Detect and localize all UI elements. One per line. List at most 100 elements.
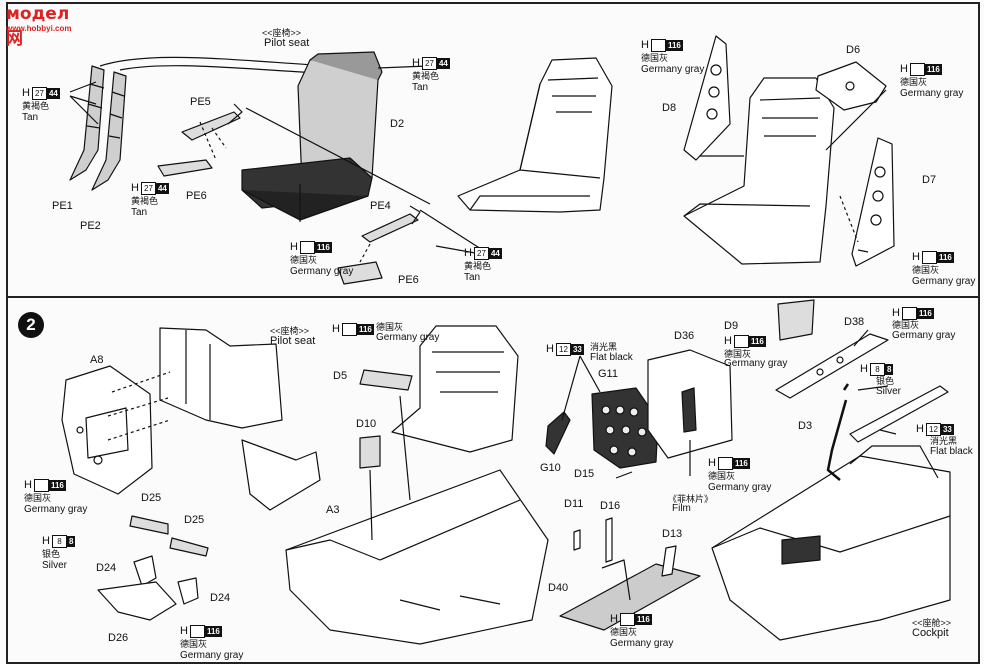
paint-black-en-2: Flat black	[930, 446, 973, 457]
seat-outline-center	[457, 57, 613, 213]
paint-gray-callout-4: H 116	[912, 250, 954, 264]
paint-tan-en-4: Tan	[464, 272, 481, 283]
paint-gray-en-7: Germany gray	[376, 332, 440, 343]
paint-gray-en-2: Germany gray	[641, 64, 705, 75]
paint-sub: 8	[66, 535, 76, 547]
label-d24-left: D24	[96, 562, 117, 574]
cockpit-assembly	[711, 445, 951, 641]
label-d38: D38	[844, 316, 865, 328]
paint-black-cn-2: 消光黑	[930, 436, 958, 446]
paint-gray-callout-2: H 116	[641, 38, 683, 52]
paint-tan-en-3: Tan	[412, 82, 429, 93]
paint-black-callout-1: H 12 33	[546, 342, 584, 356]
label-pe5: PE5	[190, 96, 211, 108]
pe6-part-left	[157, 159, 213, 177]
paint-code: 116	[732, 457, 750, 469]
paint-gray-cn-9: 德国灰	[610, 627, 638, 637]
paint-code: 116	[314, 241, 332, 253]
panel-g11	[591, 387, 659, 469]
paint-code: 116	[936, 251, 954, 263]
stick-d3	[826, 383, 850, 481]
paint-tan-cn-4: 黄褐色	[464, 261, 492, 271]
paint-gray-cn-6: 德国灰	[180, 639, 208, 649]
label-d26: D26	[108, 632, 129, 644]
part-d10	[359, 435, 381, 469]
panel-d38	[775, 333, 889, 399]
paint-gray-cn-8: 德国灰	[708, 471, 736, 481]
paint-gray-cn-11: 德国灰	[892, 320, 920, 330]
paint-tan-callout-2: H 27 44	[131, 181, 169, 195]
paint-gray-en-11: Germany gray	[892, 330, 956, 341]
label-d40: D40	[548, 582, 569, 594]
paint-gray-cn-2: 德国灰	[641, 53, 669, 63]
part-d25-right	[169, 537, 209, 557]
paint-gray-en-8: Germany gray	[708, 482, 772, 493]
paint-sub: 44	[436, 57, 450, 69]
paint-code: 27	[473, 246, 489, 260]
label-d16: D16	[600, 500, 621, 512]
part-d11	[573, 529, 581, 551]
paint-code: 8	[51, 534, 67, 548]
side-panel-d7	[851, 137, 895, 267]
paint-gray-en-1: Germany gray	[290, 266, 354, 277]
paint-gray-callout-6: H 116	[180, 624, 222, 638]
paint-gray-cn-3: 德国灰	[900, 77, 928, 87]
part-d16	[605, 517, 613, 563]
label-d13: D13	[662, 528, 683, 540]
paint-tan-en-2: Tan	[131, 207, 148, 218]
console-right	[849, 385, 949, 443]
part-d26	[97, 581, 177, 621]
watermark-text: модел网	[6, 4, 70, 49]
paint-sub: 44	[488, 247, 502, 259]
paint-tan-callout-4: H 27 44	[464, 246, 502, 260]
paint-black-en-1: Flat black	[590, 352, 633, 363]
paint-gray-en-4: Germany gray	[912, 276, 976, 287]
seat-belt-pe2	[91, 71, 127, 191]
part-d13	[661, 545, 677, 577]
paint-code: 27	[421, 56, 437, 70]
part-d5	[359, 369, 413, 391]
paint-silver-callout-1: H 8 8	[42, 534, 76, 548]
film-title-cn: 《菲林片》	[668, 494, 714, 504]
paint-tan-cn-3: 黄褐色	[412, 71, 440, 81]
cockpit-title-en: Cockpit	[912, 627, 949, 639]
paint-code: 116	[48, 479, 66, 491]
paint-code: 116	[916, 307, 934, 319]
film-title-en: Film	[672, 503, 691, 514]
paint-sub: 44	[155, 182, 169, 194]
label-d8: D8	[662, 102, 677, 114]
part-d24-right	[177, 577, 199, 605]
watermark-url: www.hobbyi.com	[6, 24, 72, 33]
label-d25-left: D25	[141, 492, 162, 504]
cockpit-title-cn: <<座舱>>	[912, 618, 952, 628]
seat-center-bottom	[391, 325, 519, 453]
label-d2: D2	[390, 118, 405, 130]
paint-gray-cn-5: 德国灰	[24, 493, 52, 503]
label-pe4: PE4	[370, 200, 391, 212]
pe4-part	[361, 205, 421, 243]
paint-gray-en-6: Germany gray	[180, 650, 244, 661]
paint-gray-callout-10: H 116	[724, 334, 766, 348]
label-pe6-right: PE6	[398, 274, 419, 286]
paint-tan-cn-2: 黄褐色	[131, 196, 159, 206]
paint-code: 116	[748, 335, 766, 347]
paint-silver-cn-2: 银色	[876, 376, 895, 386]
paint-sub: 44	[46, 87, 60, 99]
paint-gray-cn-4: 德国灰	[912, 265, 940, 275]
paint-gray-en-3: Germany gray	[900, 88, 964, 99]
label-d36: D36	[674, 330, 695, 342]
paint-code: 116	[634, 613, 652, 625]
paint-tan-callout-3: H 27 44	[412, 56, 450, 70]
paint-gray-callout-11: H 116	[892, 306, 934, 320]
paint-code: 27	[140, 181, 156, 195]
paint-gray-en-5: Germany gray	[24, 504, 88, 515]
label-d15: D15	[574, 468, 595, 480]
label-d9: D9	[724, 320, 739, 332]
label-d7: D7	[922, 174, 937, 186]
label-d10: D10	[356, 418, 377, 430]
seat-title-bottom-cn: <<座椅>>	[270, 326, 310, 336]
paint-sub: 33	[570, 343, 584, 355]
paint-gray-cn-7: 德国灰	[376, 322, 404, 332]
label-g11: G11	[598, 368, 618, 380]
